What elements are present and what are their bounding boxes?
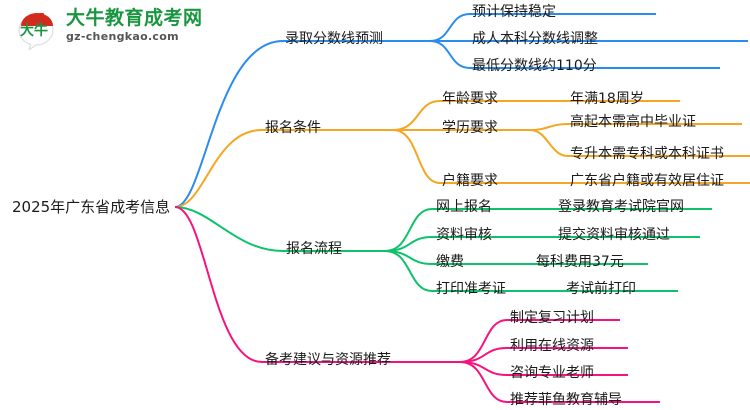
site-logo[interactable]: 大牛 大牛教育成考网 gz-chengkao.com xyxy=(14,6,254,54)
sub-node-nianlingyaoqiu[interactable]: 年龄要求 xyxy=(442,91,498,107)
sub-node-hujiyaoqiu[interactable]: 户籍要求 xyxy=(442,173,498,189)
branch-node-baomingtiaojian[interactable]: 报名条件 xyxy=(265,120,321,136)
sub-node-dayinzhunkaozheng[interactable]: 打印准考证 xyxy=(436,281,506,297)
logo-site-name: 大牛教育成考网 xyxy=(66,7,203,29)
leaf-node-zhuanshengbenzhuanke[interactable]: 专升本需专科或本科证书 xyxy=(570,146,724,162)
mindmap-root-node[interactable]: 2025年广东省成考信息 xyxy=(12,198,171,216)
leaf-node-tijiaoziliaoshenhetongguo[interactable]: 提交资料审核通过 xyxy=(558,227,670,243)
leaf-node-chengrenbenkefenshuxiantiaozheng[interactable]: 成人本科分数线调整 xyxy=(472,31,598,47)
leaf-node-zuidifenshuxian110[interactable]: 最低分数线约110分 xyxy=(472,58,597,74)
leaf-node-zhidingfuxijihua[interactable]: 制定复习计划 xyxy=(510,310,594,326)
leaf-node-meikefeiyong37yuan[interactable]: 每科费用37元 xyxy=(536,254,624,270)
leaf-node-kaoshiqiandayin[interactable]: 考试前打印 xyxy=(566,281,636,297)
logo-text-block: 大牛教育成考网 gz-chengkao.com xyxy=(66,8,203,44)
logo-domain: gz-chengkao.com xyxy=(66,30,179,43)
sub-node-wangshangbaoming[interactable]: 网上报名 xyxy=(436,199,492,215)
leaf-node-yujibaochiwending[interactable]: 预计保持稳定 xyxy=(472,4,556,20)
branch-node-luqufenshuxian[interactable]: 录取分数线预测 xyxy=(285,31,383,47)
leaf-node-tuijianfeiyujiaoyu[interactable]: 推荐菲鱼教育辅导 xyxy=(510,392,622,408)
leaf-node-guangdonghuji[interactable]: 广东省户籍或有效居住证 xyxy=(570,173,724,189)
branch-node-baomingliucheng[interactable]: 报名流程 xyxy=(286,241,342,257)
leaf-node-liyongzaixianziyuan[interactable]: 利用在线资源 xyxy=(510,338,594,354)
leaf-node-nianman18zhousui[interactable]: 年满18周岁 xyxy=(570,91,644,107)
leaf-node-gaoqibengaozhong[interactable]: 高起本需高中毕业证 xyxy=(570,114,696,130)
daniu-logo-icon: 大牛 xyxy=(14,8,60,52)
sub-node-jiaofei[interactable]: 缴费 xyxy=(436,254,464,270)
sub-node-xueliyaoqiu[interactable]: 学历要求 xyxy=(442,120,498,136)
svg-text:大牛: 大牛 xyxy=(20,22,48,39)
branch-node-beikaojianyi[interactable]: 备考建议与资源推荐 xyxy=(265,352,391,368)
leaf-node-zixunzhuanyelaoshi[interactable]: 咨询专业老师 xyxy=(510,365,594,381)
sub-node-ziliaoshenhe[interactable]: 资料审核 xyxy=(436,227,492,243)
leaf-node-denglujiaoyukaoshiyuan[interactable]: 登录教育考试院官网 xyxy=(558,199,684,215)
